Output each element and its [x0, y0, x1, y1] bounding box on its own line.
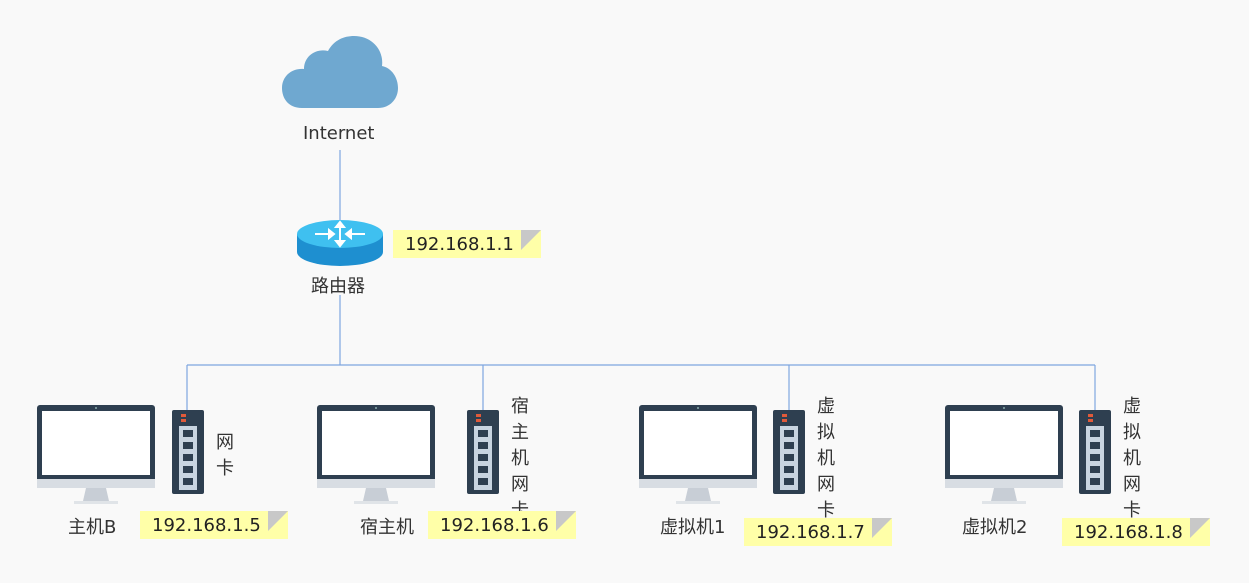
router-label: 路由器 — [311, 276, 365, 297]
host-b-nic-label: 网卡 — [216, 432, 234, 479]
vm2-label: 虚拟机2 — [962, 517, 1028, 538]
host-machine-ip: 192.168.1.6 — [440, 515, 549, 536]
vm1-monitor-icon — [639, 405, 757, 504]
vm1-ip-note: 192.168.1.7 — [744, 518, 892, 546]
vm1-ip: 192.168.1.7 — [756, 522, 865, 543]
vm2-nic-icon — [1079, 410, 1111, 494]
host-b-label: 主机B — [68, 517, 117, 538]
vm1-nic-label: 虚拟机网卡 — [817, 396, 835, 521]
router-ip-note: 192.168.1.1 — [393, 230, 541, 258]
host-machine-ip-note: 192.168.1.6 — [428, 511, 576, 539]
router-ip: 192.168.1.1 — [405, 234, 514, 255]
vm2-monitor-icon — [945, 405, 1063, 504]
internet-cloud-icon — [282, 36, 398, 108]
vm2-ip-note: 192.168.1.8 — [1062, 518, 1210, 546]
vm1-nic-icon — [773, 410, 805, 494]
vm1-label: 虚拟机1 — [660, 517, 726, 538]
vm2-ip: 192.168.1.8 — [1074, 522, 1183, 543]
host-machine-monitor-icon — [317, 405, 435, 504]
host-b-nic-icon — [172, 410, 204, 494]
host-machine-nic-icon — [467, 410, 499, 494]
host-b-ip-note: 192.168.1.5 — [140, 511, 288, 539]
host-machine-nic-label: 宿主机网卡 — [511, 396, 529, 521]
router-icon — [297, 220, 383, 266]
vm2-nic-label: 虚拟机网卡 — [1123, 396, 1141, 521]
host-b-monitor-icon — [37, 405, 155, 504]
host-machine-label: 宿主机 — [360, 517, 414, 538]
host-b-ip: 192.168.1.5 — [152, 515, 261, 536]
internet-label: Internet — [303, 123, 375, 144]
